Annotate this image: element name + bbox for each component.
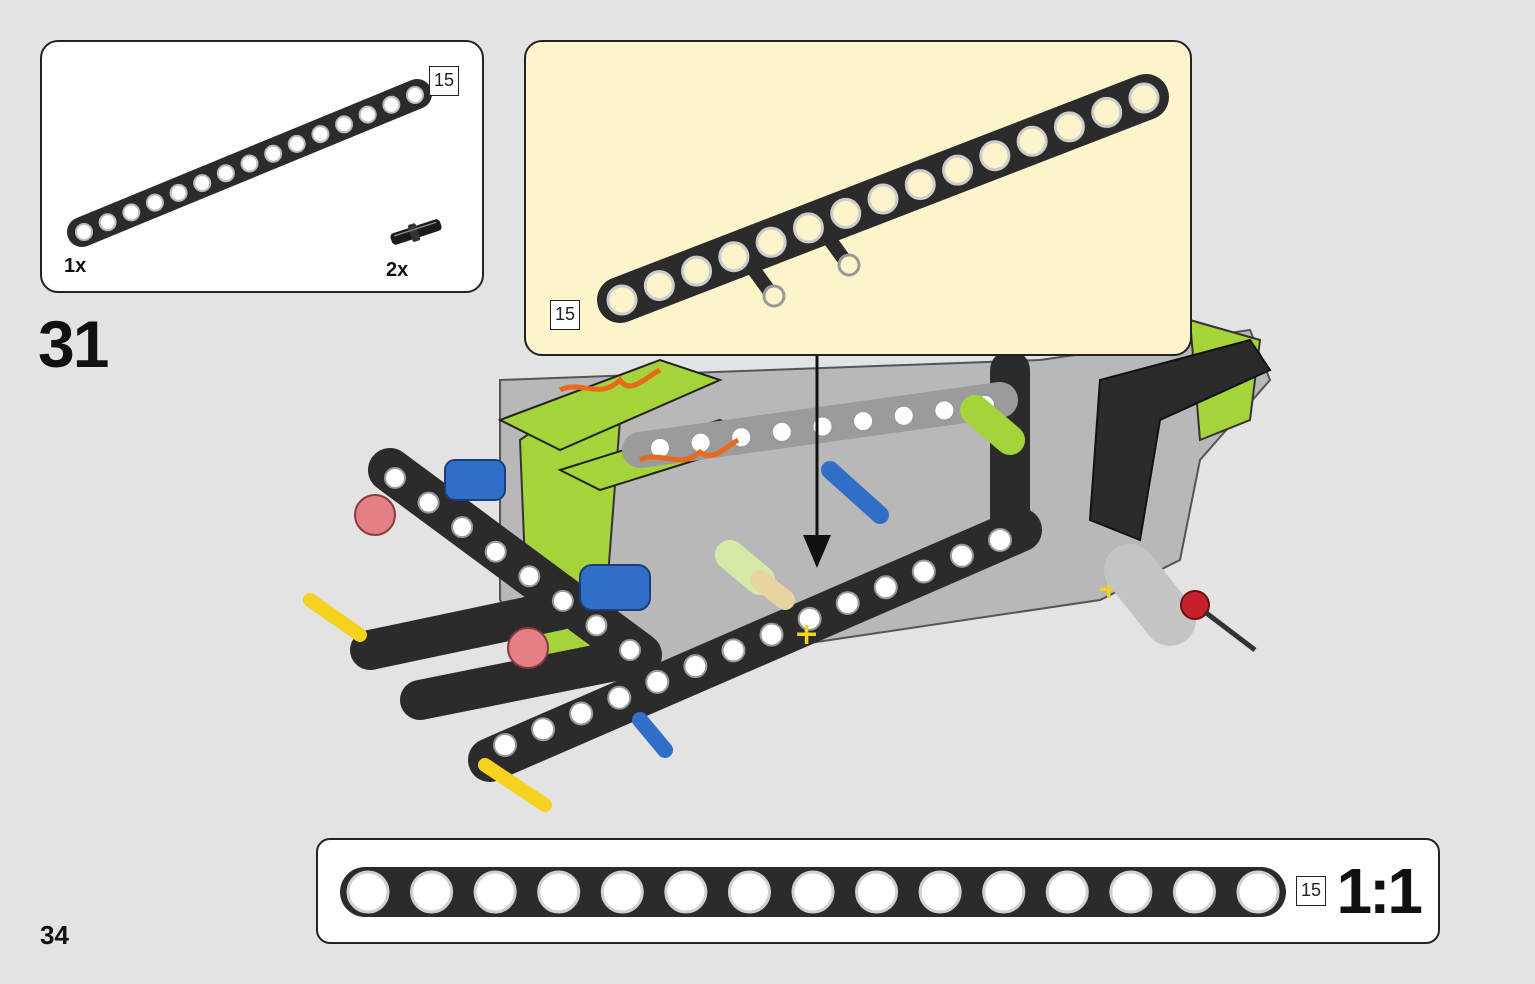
beam-hole bbox=[830, 197, 862, 229]
beam-hole bbox=[979, 140, 1011, 172]
scale-beam-image bbox=[340, 867, 1286, 917]
beam-length-badge: 15 bbox=[429, 66, 459, 96]
beam-hole bbox=[606, 284, 638, 316]
beam-hole bbox=[384, 467, 406, 489]
beam-hole bbox=[607, 685, 632, 710]
step-number: 31 bbox=[38, 307, 109, 381]
beam-hole bbox=[382, 95, 401, 114]
beam-hole bbox=[791, 870, 835, 914]
beam-hole bbox=[585, 614, 608, 637]
beam-hole bbox=[645, 669, 670, 694]
beam-hole bbox=[718, 241, 750, 273]
beam-hole bbox=[311, 125, 330, 144]
beam-hole bbox=[75, 223, 93, 241]
beam-hole bbox=[537, 870, 581, 914]
beam-hole bbox=[122, 203, 141, 222]
submodel-callout-panel: 15 bbox=[524, 40, 1192, 356]
beam-hole bbox=[683, 654, 708, 679]
beam-hole bbox=[287, 134, 306, 153]
beam-hole bbox=[473, 870, 517, 914]
beam-hole bbox=[406, 86, 424, 104]
beam-hole bbox=[484, 540, 507, 563]
beam-hole bbox=[410, 870, 454, 914]
beam-hole bbox=[1172, 870, 1216, 914]
scale-beam-length-badge: 15 bbox=[1296, 876, 1326, 906]
beam-hole bbox=[417, 491, 440, 514]
beam-hole bbox=[169, 183, 188, 202]
beam-hole bbox=[911, 559, 936, 584]
beam-hole bbox=[145, 193, 164, 212]
beam-hole bbox=[240, 154, 259, 173]
beam-hole bbox=[1236, 870, 1280, 914]
beam-hole bbox=[918, 870, 962, 914]
pin-quantity-label: 2x bbox=[386, 259, 409, 281]
beam-hole bbox=[643, 270, 675, 302]
submodel-beam-length-badge: 15 bbox=[550, 300, 580, 330]
beam-hole bbox=[797, 606, 822, 631]
scale-ratio-label: 1:1 bbox=[1336, 855, 1423, 927]
beam-hole bbox=[1016, 125, 1048, 157]
beam-hole bbox=[988, 528, 1012, 552]
beam-hole bbox=[1128, 82, 1160, 114]
beam-hole bbox=[1053, 111, 1085, 143]
beam-hole bbox=[335, 115, 354, 134]
submodel-beam-image bbox=[597, 74, 1169, 323]
beam-hole bbox=[98, 213, 117, 232]
beam-quantity-label: 1x bbox=[64, 255, 87, 277]
beam-hole bbox=[358, 105, 377, 124]
svg-text:+: + bbox=[794, 617, 819, 652]
beam-hole bbox=[949, 543, 974, 568]
beam-hole bbox=[681, 255, 713, 287]
beam-hole bbox=[721, 638, 746, 663]
long-pin-part-image bbox=[390, 219, 442, 245]
beam-hole bbox=[1091, 96, 1123, 128]
beam-hole bbox=[569, 701, 594, 726]
beam-hole bbox=[619, 639, 641, 661]
beam-hole bbox=[551, 589, 574, 612]
beam-hole bbox=[942, 154, 974, 186]
beam-hole bbox=[770, 420, 793, 443]
beam-hole bbox=[873, 575, 898, 600]
beam-hole bbox=[664, 870, 708, 914]
beam-hole bbox=[1045, 870, 1089, 914]
beam-hole bbox=[755, 226, 787, 258]
beam-hole bbox=[855, 870, 899, 914]
beam-hole bbox=[451, 516, 474, 539]
beam-hole bbox=[600, 870, 644, 914]
beam-hole bbox=[518, 565, 541, 588]
beam-hole bbox=[892, 404, 915, 427]
beam-hole bbox=[852, 410, 875, 433]
beam-hole bbox=[904, 169, 936, 201]
beam-hole bbox=[346, 870, 390, 914]
beam-hole bbox=[216, 164, 235, 183]
beam-hole bbox=[792, 212, 824, 244]
beam-hole bbox=[835, 591, 860, 616]
beam-hole bbox=[982, 870, 1026, 914]
beam-hole bbox=[867, 183, 899, 215]
beam-hole bbox=[933, 399, 956, 422]
scale-ruler-panel: 15 1:1 bbox=[316, 838, 1440, 944]
page-number: 34 bbox=[40, 920, 69, 950]
beam-15-part-image bbox=[67, 79, 432, 247]
beam-hole bbox=[759, 622, 784, 647]
beam-hole bbox=[727, 870, 771, 914]
beam-hole bbox=[1109, 870, 1153, 914]
beam-hole bbox=[193, 174, 212, 193]
beam-hole bbox=[264, 144, 283, 163]
beam-hole bbox=[493, 733, 517, 757]
beam-hole bbox=[531, 717, 556, 742]
parts-list-panel: 15 1x 2x bbox=[40, 40, 484, 293]
